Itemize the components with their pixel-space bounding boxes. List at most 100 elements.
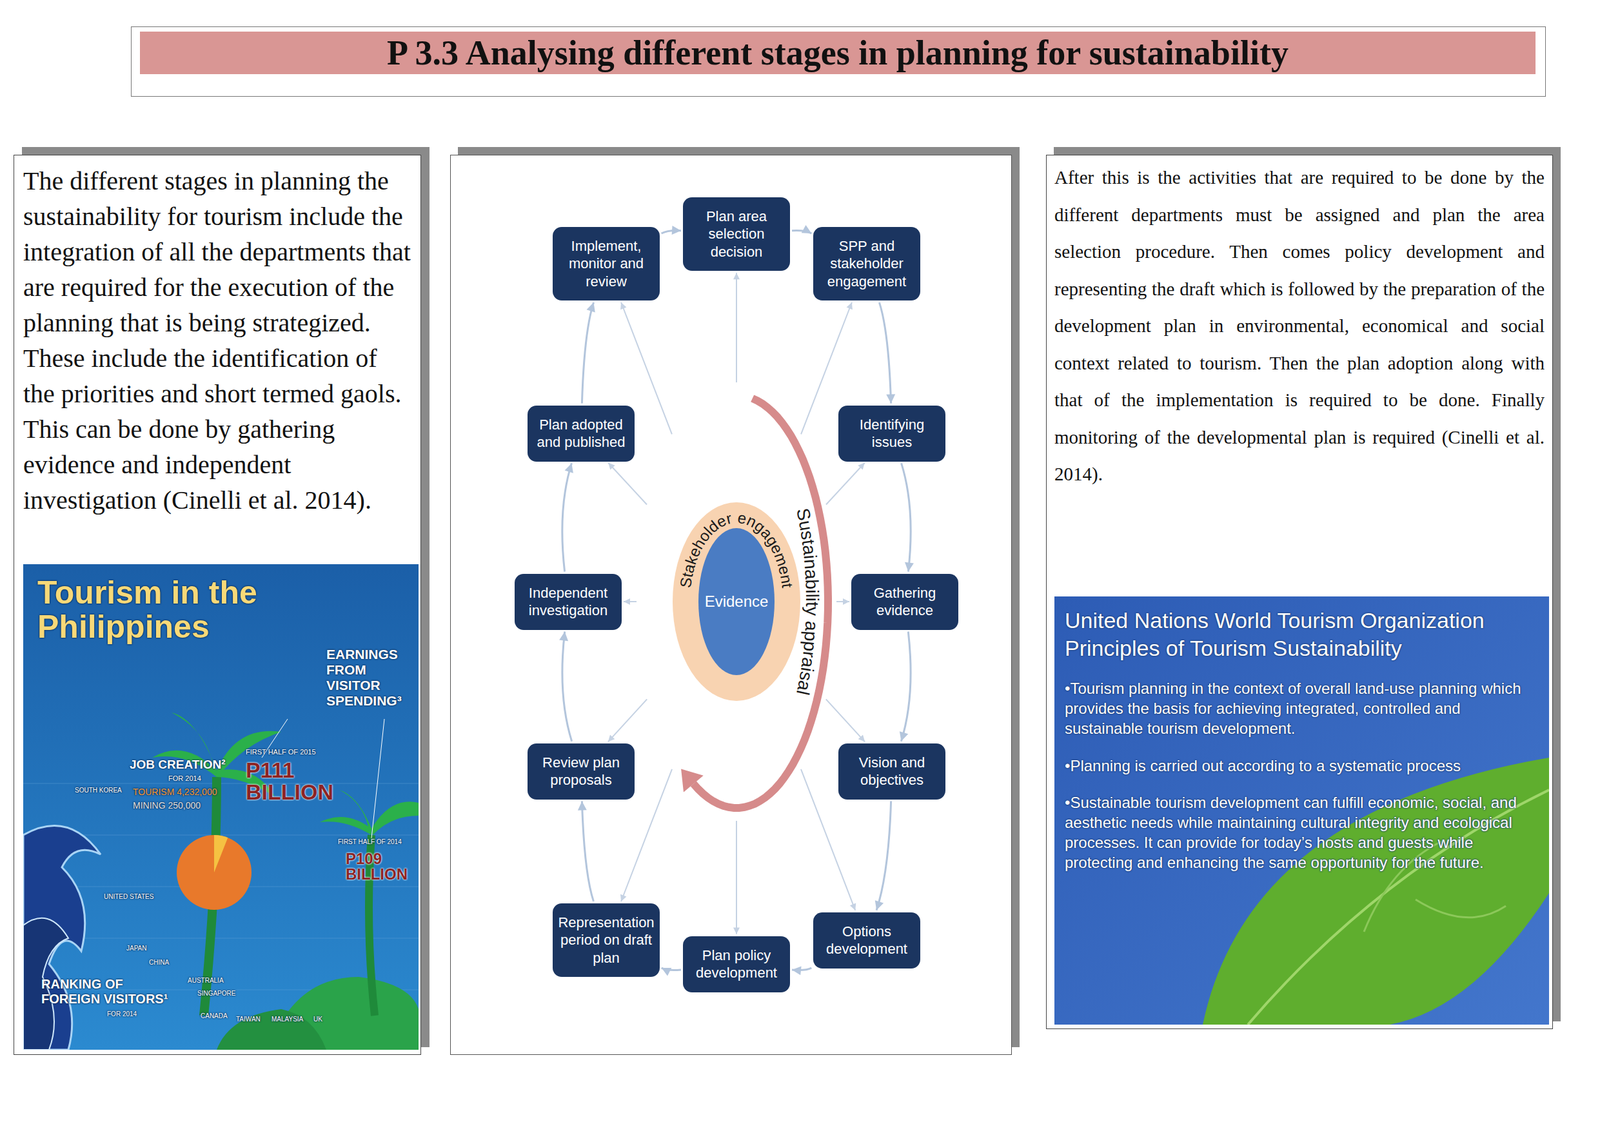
arrowhead xyxy=(608,735,615,743)
arrowhead xyxy=(846,302,853,310)
cycle-line xyxy=(879,302,892,404)
arrowhead xyxy=(733,272,740,280)
stage-box: Representation period on draft plan xyxy=(552,903,660,978)
infographic-label: Tourism in the Philippines xyxy=(37,575,296,644)
principle-bullet: •Tourism planning in the context of over… xyxy=(1064,678,1539,740)
infographic-label: FOR 2014 xyxy=(168,774,202,783)
infographic-label: FIRST HALF OF 2015 xyxy=(245,748,317,756)
cycle-line xyxy=(901,463,912,572)
title: P 3.3 Analysing different stages in plan… xyxy=(386,33,1289,73)
spoke-line xyxy=(608,463,647,505)
stage-box: Plan policy development xyxy=(682,936,791,993)
arrowhead xyxy=(620,302,627,310)
stage-label: Review plan proposals xyxy=(532,753,630,790)
infographic-label: EARNINGS FROM VISITOR SPENDING³ xyxy=(326,646,417,710)
arrowhead xyxy=(904,562,914,573)
cycle-connector xyxy=(562,463,574,572)
arrowhead xyxy=(849,903,856,911)
arrowhead xyxy=(733,928,740,935)
stage-label: Independent investigation xyxy=(519,584,617,620)
stage-box: Identifying issues xyxy=(838,405,946,462)
cycle-line xyxy=(581,302,594,404)
stage-label: Vision and objectives xyxy=(843,753,941,790)
infographic-label: CHINA xyxy=(148,958,169,967)
spoke-line xyxy=(735,820,738,935)
infographic-label: TOURISM 4,232,000 xyxy=(132,786,217,798)
stage-label: Plan policy development xyxy=(688,946,785,983)
evidence-circle: Evidence xyxy=(697,527,776,676)
spoke-line xyxy=(735,272,738,383)
ring-fill xyxy=(672,502,801,702)
spoke-connector xyxy=(733,820,740,935)
infographic-label: SINGAPORE xyxy=(197,989,236,998)
stage-box: Implement, monitor and review xyxy=(552,227,660,302)
principles-heading: United Nations World Tourism Organizatio… xyxy=(1064,606,1539,662)
cycle-connector xyxy=(559,632,572,742)
cycle-line xyxy=(562,632,573,742)
arrowhead xyxy=(577,801,587,811)
infographic-label: CANADA xyxy=(200,1012,228,1020)
infographic-label: RANKING OF FOREIGN VISITORS¹ xyxy=(41,977,180,1007)
stage-box: Options development xyxy=(813,912,921,969)
spoke-connector xyxy=(826,699,865,742)
cycle-line xyxy=(562,463,573,572)
stage-box: Plan adopted and published xyxy=(527,405,635,462)
infographic-label: MINING 250,000 xyxy=(132,800,201,811)
stage-box: Review plan proposals xyxy=(527,743,635,800)
stage-label: SPP and stakeholder engagement xyxy=(818,237,916,291)
arrowhead xyxy=(875,900,884,910)
spoke-connector xyxy=(836,598,850,605)
cycle-line xyxy=(900,632,911,742)
spoke-line xyxy=(608,699,647,742)
infographic-label: TAIWAN xyxy=(236,1015,261,1023)
spoke-connector xyxy=(826,463,865,505)
stage-box: Vision and objectives xyxy=(838,743,946,800)
cycle-line xyxy=(581,801,594,902)
arrowhead xyxy=(801,225,812,234)
arrowhead xyxy=(559,632,569,642)
arrowhead xyxy=(620,894,627,902)
stage-box: Gathering evidence xyxy=(851,573,959,631)
stage-label: Implement, monitor and review xyxy=(557,237,655,291)
spoke-line xyxy=(826,699,865,742)
stakeholder-ring: Stakeholder engagementEvidence xyxy=(671,501,801,702)
arrowhead xyxy=(586,302,596,313)
arrowhead xyxy=(842,598,850,605)
spoke-connector xyxy=(623,598,637,605)
infographic-label: P109 BILLION xyxy=(345,851,414,883)
cycle-connector xyxy=(661,967,682,977)
infographic-label: JOB CREATION² xyxy=(129,757,253,772)
arrowhead xyxy=(661,967,672,977)
arrowhead xyxy=(608,463,616,471)
evidence-wrap: Evidence xyxy=(697,527,776,676)
arrowhead xyxy=(564,463,574,473)
title-bar: P 3.3 Analysing different stages in plan… xyxy=(139,31,1536,75)
arrowhead xyxy=(886,394,896,404)
arrowhead xyxy=(671,225,682,235)
infographic-label: MALAYSIA xyxy=(271,1015,304,1023)
principles-text: United Nations World Tourism Organizatio… xyxy=(1054,596,1550,884)
spoke-connector xyxy=(733,272,740,383)
appraisal-arc xyxy=(693,398,829,809)
infographic-label: FIRST HALF OF 2014 xyxy=(337,838,402,846)
appraisal-arrowhead xyxy=(681,769,704,793)
arrowhead xyxy=(858,735,865,743)
stage-label: Plan area selection decision xyxy=(688,207,785,262)
spoke-connector xyxy=(608,463,647,505)
text-panel: After this is the activities that are re… xyxy=(1046,154,1553,1030)
stage-label: Plan adopted and published xyxy=(532,415,630,452)
principle-bullet: •Sustainable tourism development can ful… xyxy=(1064,792,1539,874)
cycle-connector xyxy=(791,225,812,234)
panel-paragraph: After this is the activities that are re… xyxy=(1046,155,1553,494)
principles-fill xyxy=(1054,596,1550,1025)
infographic-label: AUSTRALIA xyxy=(187,977,224,985)
stage-label: Options development xyxy=(818,922,916,959)
panel-paragraph: The different stages in planning the sus… xyxy=(14,155,421,518)
arrowhead xyxy=(791,966,802,976)
cycle-connector xyxy=(581,302,595,404)
cycle-connector xyxy=(577,801,594,902)
stage-label: Representation period on draft plan xyxy=(557,913,655,968)
infographic-label: P111 BILLION xyxy=(245,759,340,803)
stage-box: SPP and stakeholder engagement xyxy=(813,227,921,302)
